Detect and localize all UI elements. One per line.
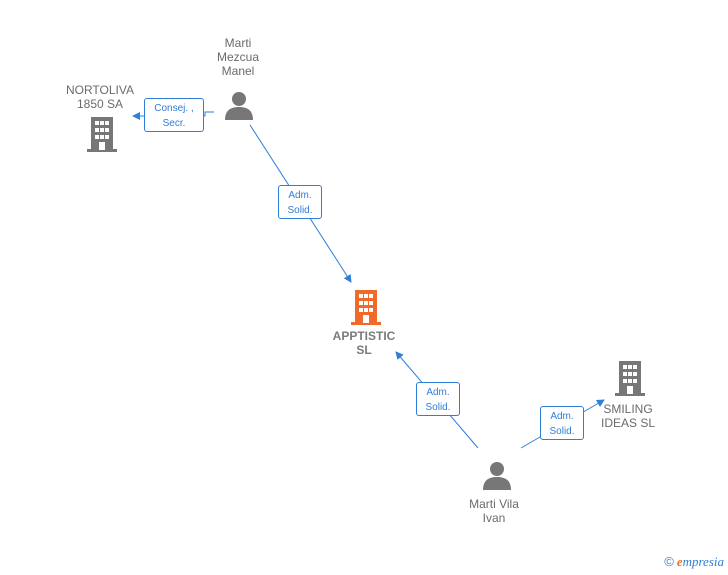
node-label-apptistic: APPTISTIC SL [332, 329, 396, 357]
node-label-nortoliva: NORTOLIVA 1850 SA [65, 83, 135, 111]
edge-label-mezcua-apptistic: Adm. Solid. [278, 185, 322, 219]
building-icon[interactable] [86, 117, 118, 152]
edge-label-vila-smiling: Adm. Solid. [540, 406, 584, 440]
node-label-marti-mezcua: Marti Mezcua Manel [216, 36, 260, 78]
building-icon[interactable] [350, 290, 382, 325]
node-label-smiling: SMILING IDEAS SL [600, 402, 656, 430]
edge-label-mezcua-nortoliva: Consej. , Secr. [144, 98, 204, 132]
brand-logo: ©empresia [664, 554, 724, 569]
edge-label-vila-apptistic: Adm. Solid. [416, 382, 460, 416]
building-icon[interactable] [614, 361, 646, 396]
node-label-marti-vila: Marti Vila Ivan [469, 497, 519, 525]
person-icon[interactable] [224, 91, 254, 120]
person-icon[interactable] [482, 461, 512, 490]
copyright-icon: © [664, 554, 674, 569]
